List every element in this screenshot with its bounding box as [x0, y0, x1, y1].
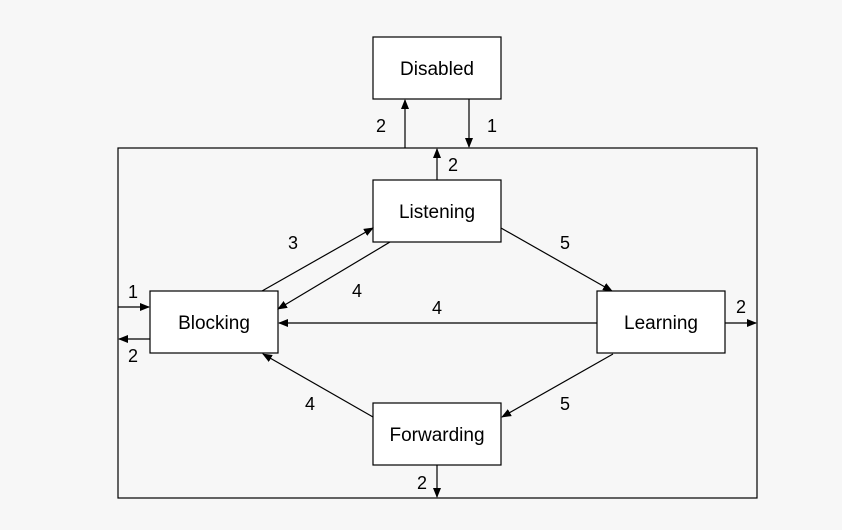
- label-learning-to-external: 2: [736, 297, 746, 317]
- state-learning: Learning: [596, 290, 726, 354]
- arrow-learning-to-forwarding: [501, 353, 614, 418]
- label-external-to-blocking: 1: [128, 282, 138, 302]
- label-learning-to-forwarding: 5: [560, 394, 570, 414]
- arrow-blocking-to-listening: [261, 227, 374, 292]
- label-learning-to-blocking: 4: [432, 298, 442, 318]
- state-blocking-label: Blocking: [178, 313, 250, 334]
- label-listening-to-blocking: 4: [352, 281, 362, 301]
- arrow-forwarding-to-blocking: [262, 353, 374, 418]
- state-disabled: Disabled: [372, 36, 502, 100]
- state-listening-box: [372, 179, 502, 243]
- state-disabled-box: [372, 36, 502, 100]
- label-disabled-to-outer: 1: [487, 116, 497, 136]
- state-learning-box: [596, 290, 726, 354]
- label-outer-to-disabled: 2: [376, 116, 386, 136]
- label-blocking-to-external: 2: [128, 346, 138, 366]
- label-listening-to-learning: 5: [560, 233, 570, 253]
- arrow-listening-to-blocking: [277, 241, 391, 310]
- state-listening-label: Listening: [399, 202, 475, 223]
- label-forwarding-down: 2: [417, 473, 427, 493]
- label-blocking-to-listening: 3: [288, 233, 298, 253]
- state-listening: Listening: [372, 179, 502, 243]
- state-forwarding-label: Forwarding: [389, 425, 484, 446]
- label-forwarding-to-blocking: 4: [305, 394, 315, 414]
- label-listening-up: 2: [448, 155, 458, 175]
- state-disabled-label: Disabled: [400, 59, 474, 80]
- state-forwarding: Forwarding: [372, 402, 502, 466]
- state-blocking: Blocking: [149, 290, 279, 354]
- state-learning-label: Learning: [624, 313, 698, 334]
- arrow-listening-to-learning: [500, 227, 613, 292]
